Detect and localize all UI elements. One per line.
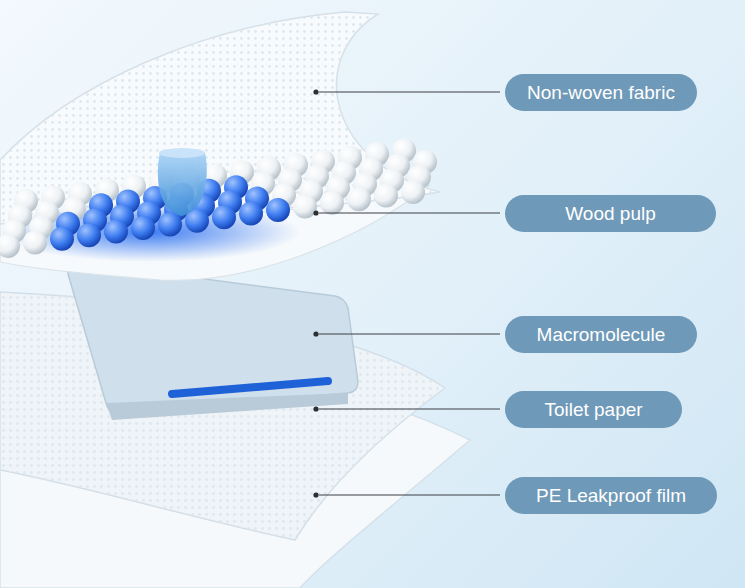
pulp-bubbles bbox=[0, 139, 437, 258]
leader-dot bbox=[313, 210, 318, 215]
pulp-bubble bbox=[104, 220, 128, 244]
layer-label: Non-woven fabric bbox=[527, 83, 675, 102]
layer-label: Macromolecule bbox=[537, 325, 666, 344]
leader-line bbox=[319, 409, 500, 410]
pad-edge bbox=[106, 393, 348, 420]
leader-line bbox=[319, 495, 500, 496]
label-pill: Wood pulp bbox=[505, 195, 716, 232]
pulp-bubble bbox=[401, 180, 425, 204]
leader-dot bbox=[313, 406, 318, 411]
water-drop bbox=[158, 152, 207, 216]
pulp-bubble bbox=[212, 205, 236, 229]
leader-line bbox=[319, 213, 500, 214]
leader-line bbox=[319, 334, 500, 335]
pulp-bubble bbox=[50, 227, 74, 251]
label-pill: PE Leakproof film bbox=[505, 477, 717, 514]
pulp-bubble bbox=[320, 191, 344, 215]
label-pill: Non-woven fabric bbox=[505, 74, 697, 111]
pulp-bubble bbox=[239, 202, 263, 226]
label-pill: Macromolecule bbox=[505, 316, 697, 353]
layer-label: Wood pulp bbox=[565, 204, 656, 223]
pulp-bubble bbox=[347, 187, 371, 211]
nonwoven-sheet bbox=[0, 12, 440, 224]
pulp-bubble bbox=[266, 198, 290, 222]
pulp-bubble bbox=[158, 212, 182, 236]
drop-top bbox=[159, 148, 205, 158]
absorbent-pad bbox=[68, 262, 358, 412]
label-pill: Toilet paper bbox=[505, 391, 682, 428]
leader-dot bbox=[313, 492, 318, 497]
pulp-bubble bbox=[23, 230, 47, 254]
leader-dot bbox=[313, 331, 318, 336]
pulp-bubble bbox=[0, 234, 20, 258]
pulp-bubble bbox=[131, 216, 155, 240]
pulp-bubble bbox=[77, 223, 101, 247]
layer-label: PE Leakproof film bbox=[536, 486, 686, 505]
nonwoven-texture bbox=[0, 12, 440, 224]
leader-dot bbox=[313, 89, 318, 94]
blue-strip bbox=[172, 381, 328, 394]
leader-lines bbox=[319, 92, 500, 495]
pulp-bubble bbox=[374, 184, 398, 208]
layer-label: Toilet paper bbox=[544, 400, 642, 419]
pulp-bubble bbox=[293, 194, 317, 218]
leader-line bbox=[319, 92, 500, 93]
